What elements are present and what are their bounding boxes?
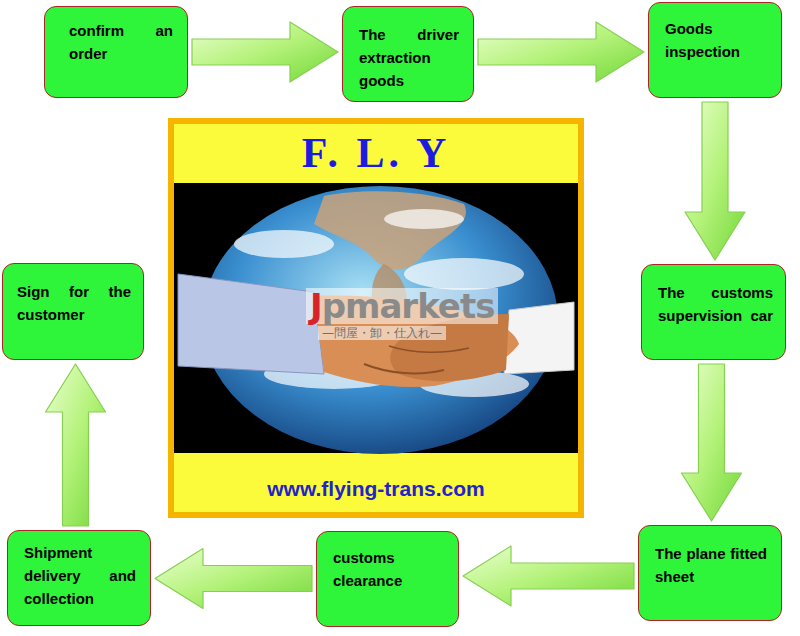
watermark-text: Jpmarkets	[306, 288, 498, 324]
process-box: The plane fitted sheet	[638, 525, 782, 621]
flow-arrow	[685, 102, 745, 260]
process-box: confirm an order	[44, 6, 188, 98]
process-box: Sign for the customer	[2, 263, 144, 360]
flow-arrow	[478, 22, 644, 82]
process-box: The customs supervision car	[641, 264, 786, 360]
process-box: Shipment delivery and collection	[7, 530, 151, 626]
process-box: The driver extraction goods	[342, 6, 474, 102]
step-text: customs clearance	[333, 546, 418, 592]
process-box: customs clearance	[316, 531, 459, 627]
watermark-text: —問屋・卸・仕入れ—	[318, 326, 446, 340]
flow-arrow	[192, 22, 338, 82]
flow-arrow	[46, 364, 106, 526]
step-text: Goods inspection	[665, 17, 741, 63]
website-url: www.flying-trans.com	[267, 476, 484, 502]
flow-arrow	[155, 549, 312, 609]
brand-title: F. L. Y	[302, 128, 451, 178]
step-text: Sign for the customer	[17, 280, 131, 326]
step-text: The driver extraction goods	[359, 23, 459, 92]
step-text: confirm an order	[69, 19, 173, 65]
step-text: The plane fitted sheet	[655, 542, 767, 588]
flow-arrow	[463, 546, 634, 606]
step-text: The customs supervision car	[658, 281, 773, 327]
flow-arrow	[682, 364, 742, 521]
process-box: Goods inspection	[648, 2, 782, 98]
step-text: Shipment delivery and collection	[24, 541, 136, 610]
